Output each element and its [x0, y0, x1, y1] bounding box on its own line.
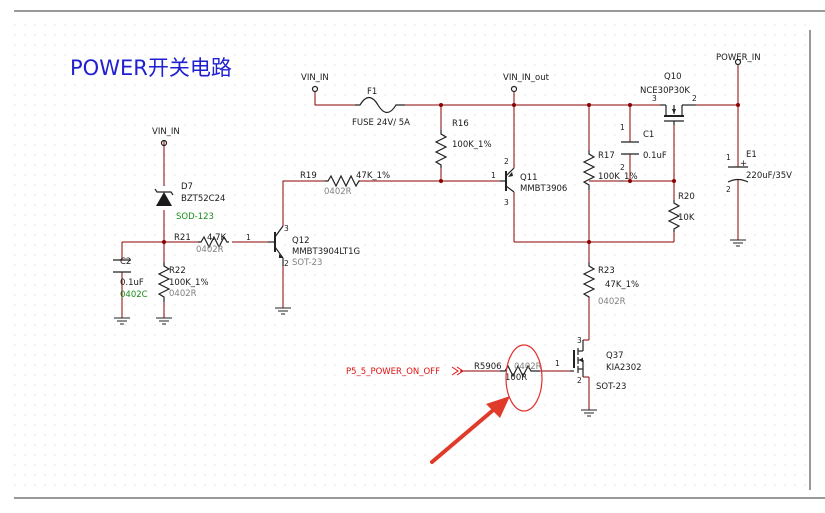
- resistor-r20: R20 10K: [667, 192, 695, 232]
- svg-text:D7: D7: [181, 182, 193, 192]
- svg-text:SOT-23: SOT-23: [292, 258, 322, 268]
- resistor-r16: R16 100K_1%: [434, 119, 492, 168]
- net-vin-in-left: VIN_IN: [152, 127, 180, 147]
- svg-text:0402C: 0402C: [120, 290, 148, 300]
- svg-text:BZT52C24: BZT52C24: [181, 194, 225, 204]
- svg-text:2: 2: [577, 376, 582, 385]
- ground-symbol: [730, 239, 746, 247]
- resistor-r21: R21 4.7K 0402R: [174, 233, 229, 255]
- highlight-ellipse: [505, 344, 543, 412]
- svg-text:VIN_IN_out: VIN_IN_out: [503, 73, 550, 83]
- resistor-r19: R19 47K_1% 0402R: [300, 171, 390, 197]
- svg-text:Q11: Q11: [520, 173, 538, 183]
- capacitor-c2: C2 0.1uF 0402C: [113, 257, 148, 300]
- svg-text:R21: R21: [174, 233, 191, 243]
- svg-text:F1: F1: [367, 87, 377, 97]
- mosfet-q37: 1 3 2 Q37 KIA2302 SOT-23: [555, 336, 642, 392]
- svg-text:3: 3: [504, 198, 509, 207]
- svg-text:1: 1: [555, 359, 560, 368]
- svg-text:Q37: Q37: [606, 351, 624, 361]
- svg-text:47K_1%: 47K_1%: [356, 171, 390, 181]
- svg-text:R17: R17: [598, 151, 615, 161]
- fuse-f1: F1 FUSE 24V/ 5A: [352, 87, 410, 128]
- svg-text:R5906: R5906: [474, 362, 502, 372]
- svg-text:2: 2: [692, 94, 697, 103]
- net-power-in: POWER_IN: [716, 53, 761, 66]
- capacitor-e1: + 1 2 E1 220uF/35V: [726, 150, 792, 194]
- svg-text:MMBT3904LT1G: MMBT3904LT1G: [292, 247, 360, 257]
- svg-text:C2: C2: [120, 257, 131, 267]
- transistor-q11: 1 2 3 Q11 MMBT3906: [491, 157, 567, 207]
- svg-text:Q10: Q10: [664, 72, 682, 82]
- svg-text:100R: 100R: [505, 373, 527, 383]
- svg-text:C1: C1: [643, 130, 654, 140]
- ground-symbol: [156, 317, 172, 325]
- ground-symbol: [275, 307, 291, 315]
- svg-text:0.1uF: 0.1uF: [120, 278, 144, 288]
- svg-text:NCE30P30K: NCE30P30K: [640, 86, 690, 96]
- svg-text:220uF/35V: 220uF/35V: [746, 171, 792, 181]
- svg-text:E1: E1: [746, 150, 757, 160]
- net-p5-power-on-off: P5_5_POWER_ON_OFF: [346, 366, 464, 377]
- svg-text:0402R: 0402R: [196, 245, 224, 255]
- svg-text:MMBT3906: MMBT3906: [520, 184, 567, 194]
- svg-text:POWER_IN: POWER_IN: [716, 53, 761, 63]
- svg-text:1: 1: [491, 171, 496, 180]
- svg-text:Q12: Q12: [292, 236, 310, 246]
- zener-diode-d7: D7 BZT52C24 SOD-123: [154, 182, 225, 222]
- svg-text:R20: R20: [678, 192, 695, 202]
- svg-text:R16: R16: [452, 119, 469, 129]
- svg-text:SOD-123: SOD-123: [176, 212, 214, 222]
- svg-text:4.7K: 4.7K: [207, 233, 227, 243]
- svg-text:0402R: 0402R: [169, 289, 197, 299]
- svg-text:100K_1%: 100K_1%: [452, 140, 492, 150]
- wires: [121, 65, 739, 410]
- capacitor-c1: 1 2 C1 0.1uF: [620, 123, 667, 172]
- svg-text:3: 3: [652, 94, 657, 103]
- svg-text:R22: R22: [169, 266, 186, 276]
- svg-text:+: +: [740, 159, 747, 169]
- svg-text:FUSE 24V/ 5A: FUSE 24V/ 5A: [352, 118, 410, 128]
- svg-text:0402R: 0402R: [514, 362, 542, 372]
- svg-text:VIN_IN: VIN_IN: [301, 73, 329, 83]
- svg-text:10K: 10K: [678, 213, 695, 223]
- svg-text:0402R: 0402R: [598, 297, 626, 307]
- resistor-r17: R17 100K_1%: [582, 150, 638, 190]
- svg-text:R23: R23: [598, 266, 615, 276]
- resistor-r22: R22 100K_1% 0402R: [157, 262, 209, 302]
- svg-text:2: 2: [504, 157, 509, 166]
- svg-text:2: 2: [284, 259, 289, 268]
- svg-text:1: 1: [726, 153, 731, 162]
- svg-text:3: 3: [284, 224, 289, 233]
- svg-text:0402R: 0402R: [324, 187, 352, 197]
- ground-symbol: [114, 317, 130, 325]
- annotation-arrow: [430, 396, 510, 464]
- svg-text:100K_1%: 100K_1%: [598, 172, 638, 182]
- svg-text:VIN_IN: VIN_IN: [152, 127, 180, 137]
- dot-grid: [10, 16, 810, 494]
- svg-text:P5_5_POWER_ON_OFF: P5_5_POWER_ON_OFF: [346, 367, 440, 377]
- svg-text:0.1uF: 0.1uF: [643, 151, 667, 161]
- mosfet-q10: 3 2 Q10 NCE30P30K: [640, 72, 697, 125]
- svg-text:R19: R19: [300, 171, 317, 181]
- schematic-title: POWER开关电路: [70, 56, 232, 80]
- svg-text:1: 1: [620, 123, 625, 132]
- svg-text:1: 1: [246, 233, 251, 242]
- svg-text:100K_1%: 100K_1%: [169, 278, 209, 288]
- junctions: [162, 103, 740, 244]
- ground-symbol: [581, 409, 597, 417]
- svg-text:SOT-23: SOT-23: [596, 382, 626, 392]
- transistor-q12: 1 3 2 Q12 MMBT3904LT1G SOT-23: [246, 224, 360, 268]
- svg-text:47K_1%: 47K_1%: [605, 280, 639, 290]
- svg-text:2: 2: [620, 163, 625, 172]
- svg-text:2: 2: [726, 185, 731, 194]
- svg-text:3: 3: [577, 336, 582, 345]
- net-vin-in-out: VIN_IN_out: [503, 73, 550, 93]
- svg-text:KIA2302: KIA2302: [606, 363, 642, 373]
- resistor-r23: R23 47K_1% 0402R: [582, 262, 639, 307]
- net-vin-in-top: VIN_IN: [301, 73, 329, 93]
